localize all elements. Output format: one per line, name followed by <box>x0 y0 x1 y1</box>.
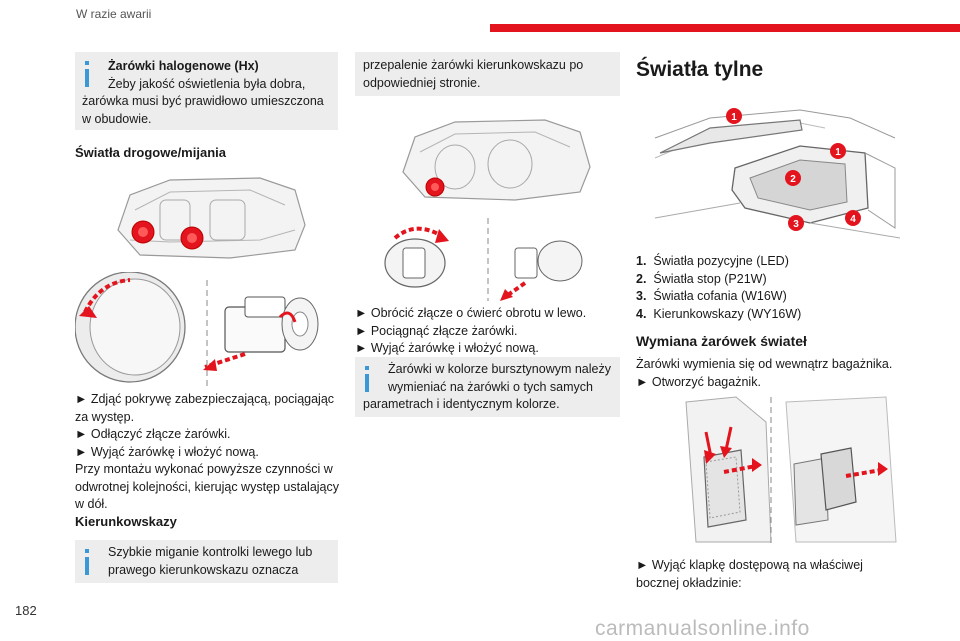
heading-rear-lights: Światła tylne <box>636 58 764 81</box>
connector-rotate-illustration <box>355 213 620 303</box>
tip-box-amber-bulbs: Żarówki w kolorze bursztynowym należy wy… <box>355 357 620 417</box>
instruction-step: ► Pociągnąć złącze żarówki. <box>355 323 518 338</box>
cover-and-bulb-illustration <box>75 272 338 390</box>
access-flap-illustration <box>676 392 901 550</box>
tip-text: prawego kierunkowskazu oznacza <box>108 562 299 577</box>
instruction-step: ► Wyjąć żarówkę i włożyć nową. <box>75 444 259 459</box>
instruction-step: za występ. <box>75 409 135 424</box>
tip-text: odpowiedniej stronie. <box>363 75 481 90</box>
section-title: W razie awarii <box>76 7 152 21</box>
page-number: 182 <box>15 603 37 618</box>
tip-box-halogen: Żarówki halogenowe (Hx) Żeby jakość oświ… <box>75 52 338 130</box>
instruction-step: ► Wyjąć klapkę dostępową na właściwej <box>636 558 863 572</box>
instruction-step: ► Zdjąć pokrywę zabezpieczającą, pociąga… <box>75 392 335 406</box>
svg-text:2: 2 <box>790 174 796 185</box>
watermark: carmanualsonline.info <box>595 617 810 640</box>
instruction-step: ► Obrócić złącze o ćwierć obrotu w lewo. <box>355 306 587 320</box>
callout-1a: 1 <box>726 108 742 124</box>
callout-2: 2 <box>785 170 801 186</box>
instruction-text: Przy montażu wykonać powyższe czynności … <box>75 462 333 476</box>
legend-item: 2. Światła stop (P21W) <box>636 271 767 286</box>
heading-main-beams: Światła drogowe/mijania <box>75 145 226 160</box>
svg-text:3: 3 <box>793 219 799 230</box>
legend-item: 1. Światła pozycyjne (LED) <box>636 254 789 268</box>
svg-text:1: 1 <box>731 112 737 123</box>
headlamp-rear-illustration <box>110 170 310 265</box>
instruction-text: odwrotnej kolejności, kierując występ us… <box>75 479 340 494</box>
svg-text:1: 1 <box>835 147 841 158</box>
info-icon <box>365 366 369 370</box>
tip-text: w obudowie. <box>82 111 152 126</box>
tip-title: Żarówki halogenowe (Hx) <box>108 59 259 73</box>
info-icon <box>85 549 89 553</box>
instruction-text: Żarówki wymienia się od wewnątrz bagażni… <box>636 357 893 371</box>
legend-item: 3. Światła cofania (W16W) <box>636 289 787 303</box>
info-icon-stem <box>85 69 89 87</box>
instruction-step: ► Otworzyć bagażnik. <box>636 374 761 389</box>
tip-text: parametrach i identycznym kolorze. <box>363 397 560 411</box>
info-icon <box>85 61 89 65</box>
instruction-text: bocznej okładzinie: <box>636 575 742 590</box>
instruction-text: w dół. <box>75 497 108 511</box>
tip-text: wymieniać na żarówki o tych samych <box>388 379 593 394</box>
instruction-step: ► Odłączyć złącze żarówki. <box>75 427 231 441</box>
tip-text: Żarówki w kolorze bursztynowym należy <box>388 362 611 376</box>
tip-box-indicators: Szybkie miganie kontrolki lewego lub pra… <box>75 540 338 583</box>
callout-1b: 1 <box>830 143 846 159</box>
info-icon-stem <box>365 374 369 392</box>
callout-4: 4 <box>845 210 861 226</box>
heading-indicators: Kierunkowskazy <box>75 514 177 529</box>
tip-box-continued: przepalenie żarówki kierunkowskazu po od… <box>355 52 620 96</box>
legend-list: 1. Światła pozycyjne (LED) 2. Światła st… <box>636 253 936 323</box>
tip-text: przepalenie żarówki kierunkowskazu po <box>363 58 584 72</box>
tip-text: Szybkie miganie kontrolki lewego lub <box>108 545 313 559</box>
tip-text: żarówka musi być prawidłowo umieszczona <box>82 94 324 108</box>
info-icon-stem <box>85 557 89 575</box>
subheading-bulb-replacement: Wymiana żarówek świateł <box>636 333 807 349</box>
headlamp-indicator-illustration <box>395 112 595 207</box>
tip-text: Żeby jakość oświetlenia była dobra, <box>108 76 306 91</box>
svg-text:4: 4 <box>850 214 856 225</box>
header-accent-bar <box>490 24 960 32</box>
legend-item: 4. Kierunkowskazy (WY16W) <box>636 306 802 321</box>
rear-lights-diagram: 1 1 2 3 4 <box>650 98 900 246</box>
instruction-step: ► Wyjąć żarówkę i włożyć nową. <box>355 341 539 355</box>
callout-3: 3 <box>788 215 804 231</box>
